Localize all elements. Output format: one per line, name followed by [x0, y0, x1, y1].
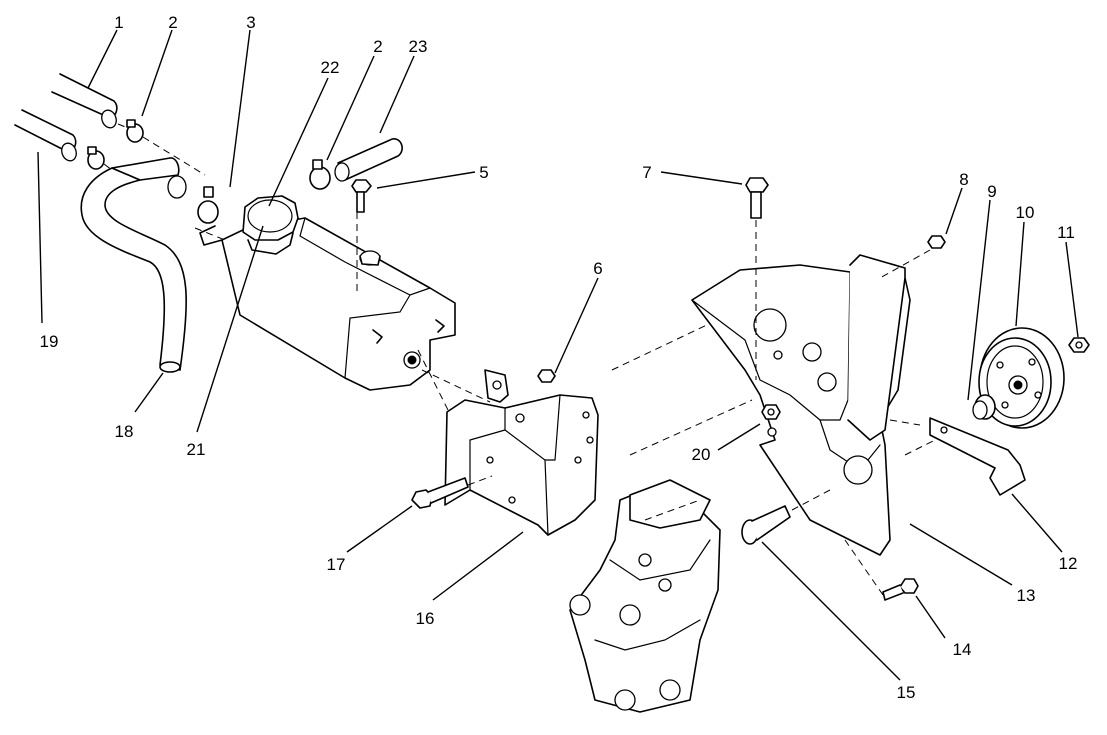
callout-19: 19	[40, 332, 59, 351]
bolt-17	[411, 477, 469, 509]
hose-18	[80, 157, 188, 373]
nut-8	[927, 235, 946, 249]
hose-19	[14, 109, 77, 162]
coolant-reservoir	[199, 217, 456, 391]
callout-9: 9	[987, 182, 996, 201]
callout-12: 12	[1059, 554, 1078, 573]
hose-clamp-upper	[126, 119, 144, 143]
callout-1: 1	[114, 13, 123, 32]
callout-21: 21	[187, 440, 206, 459]
callout-3: 3	[246, 13, 255, 32]
callout-23: 23	[409, 37, 428, 56]
callout-13: 13	[1017, 586, 1036, 605]
hose-clamp-3	[197, 186, 219, 224]
idler-arm-12	[929, 417, 1026, 496]
callout-8: 8	[959, 170, 968, 189]
callout-22: 22	[321, 58, 340, 77]
screw-5	[351, 179, 372, 213]
callout-15: 15	[897, 683, 916, 702]
callout-16: 16	[416, 609, 435, 628]
callout-20: 20	[692, 445, 711, 464]
callout-2-upper-left: 2	[168, 13, 177, 32]
callout-14: 14	[953, 640, 972, 659]
engine-block	[569, 479, 721, 713]
hose-clamp-right	[309, 159, 331, 190]
carriage-bolt-15	[741, 505, 791, 545]
mounting-plate-20	[691, 254, 911, 556]
reservoir-cap	[242, 195, 299, 255]
callout-7: 7	[642, 163, 651, 182]
nut-11	[1068, 337, 1090, 353]
hose-clamp-lower	[87, 146, 105, 170]
hose-23	[334, 138, 403, 182]
nut-6	[537, 369, 556, 383]
nut-20	[761, 404, 781, 420]
spacer-9	[972, 394, 996, 420]
callout-5: 5	[479, 163, 488, 182]
callout-6: 6	[593, 259, 602, 278]
leader-lines	[37, 29, 1079, 681]
pulley-10	[978, 327, 1065, 429]
callout-2-upper-right: 2	[373, 37, 382, 56]
hose-1	[51, 73, 118, 129]
bolt-14	[882, 578, 919, 601]
callout-18: 18	[115, 422, 134, 441]
callout-11: 11	[1057, 223, 1075, 242]
bolt-7	[745, 177, 769, 219]
callout-17: 17	[327, 555, 346, 574]
callout-10: 10	[1016, 203, 1035, 222]
bracket-16	[444, 369, 599, 536]
